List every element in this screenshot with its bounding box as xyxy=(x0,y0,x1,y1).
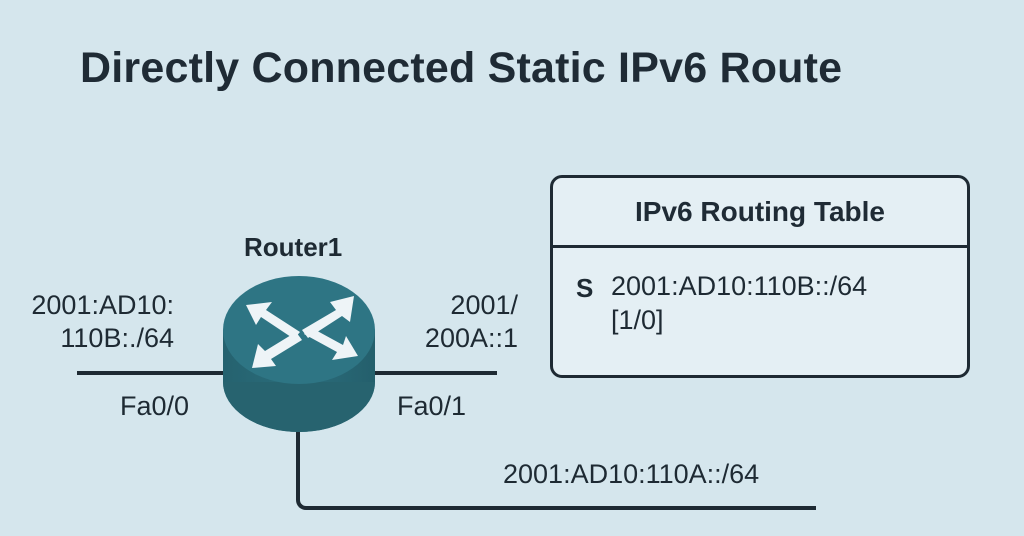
crossed-arrows-icon xyxy=(246,296,358,368)
router-icon[interactable] xyxy=(220,272,378,438)
router-label: Router1 xyxy=(244,232,343,262)
route-metric: [1/0] xyxy=(611,305,664,335)
fa0-0-label: Fa0/0 xyxy=(120,391,190,421)
fa0-0-address: 2001:AD10: 110B:./64 xyxy=(14,289,174,355)
link-fa0-0 xyxy=(77,371,227,375)
fa0-1-address-line2: 200A::1 xyxy=(424,323,518,353)
fa0-1-address: 2001/ 200A::1 xyxy=(370,289,518,355)
fa0-0-address-line1: 2001:AD10: xyxy=(31,290,174,320)
route-prefix: 2001:AD10:110B::/64 xyxy=(611,271,868,301)
routing-table-title: IPv6 Routing Table xyxy=(553,178,967,248)
bottom-network-label: 2001:AD10:110A::/64 xyxy=(503,459,760,489)
fa0-1-label: Fa0/1 xyxy=(397,391,467,421)
diagram-title: Directly Connected Static IPv6 Route xyxy=(80,44,843,92)
fa0-0-address-line2: 110B:./64 xyxy=(60,323,174,353)
link-fa0-1 xyxy=(370,371,497,375)
routing-table: IPv6 Routing Table S 2001:AD10:110B::/64… xyxy=(550,175,970,378)
fa0-1-address-line1: 2001/ xyxy=(450,290,518,320)
route-code: S xyxy=(576,273,594,303)
link-bottom xyxy=(296,420,816,510)
